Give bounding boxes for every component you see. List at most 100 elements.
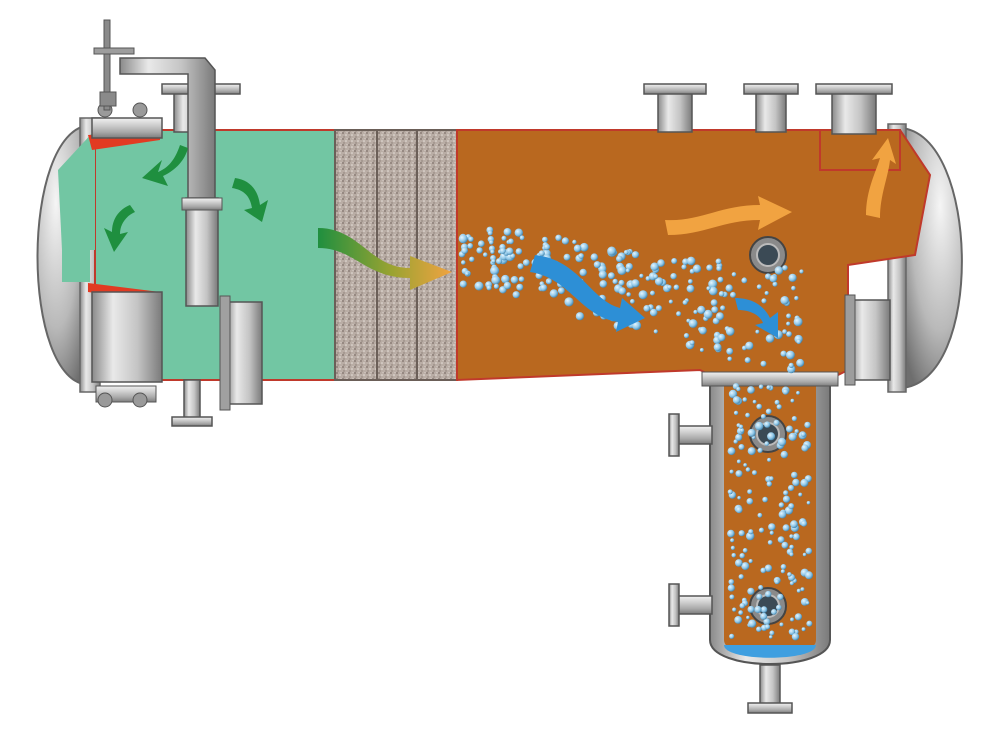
droplet xyxy=(699,326,707,335)
droplet xyxy=(514,228,523,237)
droplet xyxy=(735,506,743,514)
droplet xyxy=(708,286,718,296)
droplet xyxy=(738,574,744,580)
droplet xyxy=(467,243,474,249)
droplet xyxy=(789,552,794,557)
droplet xyxy=(748,619,757,628)
droplet xyxy=(763,618,771,626)
droplet xyxy=(486,285,492,291)
droplet xyxy=(790,617,795,622)
droplet xyxy=(490,266,500,276)
droplet xyxy=(516,283,524,291)
droplet xyxy=(769,530,774,536)
droplet xyxy=(593,261,601,269)
droplet xyxy=(790,398,795,403)
droplet xyxy=(764,564,773,572)
droplet xyxy=(607,246,617,256)
droplet xyxy=(731,272,737,277)
droplet xyxy=(766,481,772,487)
droplet xyxy=(745,467,751,472)
droplet xyxy=(715,258,722,265)
droplet xyxy=(501,235,507,241)
droplet xyxy=(765,408,772,415)
droplet xyxy=(688,279,693,284)
droplet xyxy=(765,334,775,343)
droplet xyxy=(468,236,474,242)
droplet xyxy=(757,447,763,453)
droplet xyxy=(590,253,598,261)
droplet xyxy=(782,265,788,271)
droplet xyxy=(746,615,750,620)
droplet xyxy=(774,579,780,585)
droplet xyxy=(725,284,733,292)
droplet xyxy=(736,459,741,464)
droplet xyxy=(572,239,577,245)
water-sump-boot xyxy=(701,371,839,665)
droplet xyxy=(780,564,787,570)
droplet xyxy=(788,362,794,368)
droplet xyxy=(626,292,631,297)
droplet xyxy=(476,247,483,254)
droplet xyxy=(612,278,618,285)
droplet xyxy=(760,414,766,419)
droplet xyxy=(787,572,792,577)
droplet xyxy=(729,633,735,639)
droplet xyxy=(756,284,762,290)
droplet xyxy=(618,279,625,286)
droplet xyxy=(734,616,743,624)
droplet xyxy=(778,510,787,519)
droplet xyxy=(789,544,794,550)
droplet xyxy=(780,296,789,305)
droplet xyxy=(760,360,767,367)
droplet xyxy=(804,421,811,429)
droplet xyxy=(747,428,756,437)
droplet xyxy=(506,247,514,255)
droplet xyxy=(461,260,466,265)
droplet xyxy=(776,604,782,611)
droplet xyxy=(631,279,640,288)
droplet xyxy=(754,605,762,614)
droplet xyxy=(755,421,764,431)
droplet xyxy=(805,601,810,605)
boot-drain-nozzle xyxy=(747,664,793,714)
droplet xyxy=(747,489,753,495)
droplet xyxy=(743,463,748,467)
droplet xyxy=(732,607,737,612)
droplet xyxy=(780,450,788,459)
droplet xyxy=(786,350,795,360)
droplet xyxy=(716,265,722,272)
droplet xyxy=(726,347,734,355)
droplet xyxy=(518,276,525,283)
droplet xyxy=(800,520,808,527)
droplet xyxy=(789,534,794,539)
droplet xyxy=(735,559,743,567)
droplet xyxy=(733,410,739,416)
droplet xyxy=(780,569,786,574)
droplet xyxy=(801,627,806,632)
droplet xyxy=(730,545,736,551)
droplet xyxy=(616,255,623,263)
droplet xyxy=(802,552,807,557)
flow-arrows-blue xyxy=(530,255,778,338)
droplet xyxy=(766,385,771,390)
droplet xyxy=(673,284,680,291)
sight-glass-upper xyxy=(749,236,787,274)
droplet xyxy=(459,280,467,288)
droplet xyxy=(657,259,665,267)
droplet xyxy=(727,447,736,455)
droplet xyxy=(738,444,745,450)
droplet xyxy=(747,447,756,456)
droplet xyxy=(493,283,499,289)
droplet xyxy=(791,285,796,291)
droplet xyxy=(761,298,767,304)
droplet xyxy=(736,386,741,392)
droplet xyxy=(706,264,713,271)
droplet xyxy=(654,277,664,286)
green-arrow-1 xyxy=(142,145,188,186)
droplet xyxy=(653,274,658,279)
droplet xyxy=(561,237,570,245)
droplet xyxy=(546,279,552,285)
droplet xyxy=(789,581,795,586)
droplet xyxy=(599,280,608,288)
